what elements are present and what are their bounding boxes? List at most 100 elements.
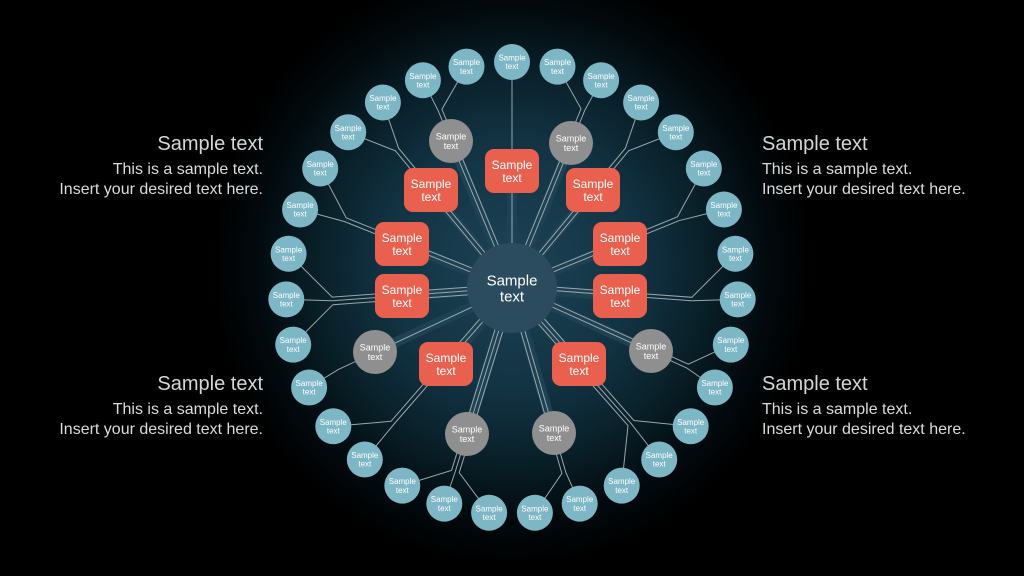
text-block-body-line: Insert your desired text here. <box>762 421 966 438</box>
teal-node <box>705 191 742 228</box>
connector-line <box>514 285 691 427</box>
teal-node <box>672 408 709 445</box>
teal-node <box>685 150 722 187</box>
gray-node <box>532 411 576 455</box>
teal-node <box>561 485 598 522</box>
text-block-body-line: This is a sample text. <box>112 161 263 178</box>
text-block-body-line: Insert your desired text here. <box>762 181 966 198</box>
connector-line <box>319 168 514 286</box>
teal-node <box>657 114 694 151</box>
connector-line <box>510 168 705 286</box>
red-node <box>593 222 647 266</box>
teal-node <box>315 408 352 445</box>
teal-node <box>384 467 421 504</box>
text-block-bottom-right: Sample text This is a sample text. Inser… <box>762 372 1002 440</box>
connector-line <box>292 291 513 345</box>
text-block-body-line: This is a sample text. <box>762 401 913 418</box>
red-node <box>566 168 620 212</box>
gray-node <box>353 330 397 374</box>
text-block-bottom-left: Sample text This is a sample text. Inser… <box>39 372 263 440</box>
teal-node <box>346 441 383 478</box>
teal-node <box>364 84 401 121</box>
teal-node <box>719 281 756 318</box>
text-block-body-line: Insert your desired text here. <box>59 181 263 198</box>
teal-node <box>426 485 463 522</box>
text-block-title: Sample text <box>157 373 263 395</box>
teal-node <box>494 44 530 80</box>
teal-node <box>302 150 339 187</box>
red-node <box>404 168 458 212</box>
teal-node <box>696 369 733 406</box>
teal-node <box>603 467 640 504</box>
red-node <box>375 222 429 266</box>
connector-line <box>512 253 736 298</box>
teal-node <box>448 48 485 85</box>
red-node <box>593 274 647 318</box>
teal-node <box>641 441 678 478</box>
teal-node <box>330 114 367 151</box>
text-block-title: Sample text <box>157 133 263 155</box>
teal-node <box>291 369 328 406</box>
teal-node <box>712 326 749 363</box>
teal-node <box>717 235 754 272</box>
red-node <box>552 342 606 386</box>
teal-node <box>539 48 576 85</box>
red-node <box>375 274 429 318</box>
teal-node <box>282 191 319 228</box>
teal-node <box>583 62 620 99</box>
text-block-top-left: Sample text This is a sample text. Inser… <box>39 132 263 200</box>
text-block-body-line: This is a sample text. <box>112 401 263 418</box>
teal-node <box>623 84 660 121</box>
teal-node <box>275 326 312 363</box>
red-node <box>419 342 473 386</box>
text-block-title: Sample text <box>762 373 868 395</box>
gray-node <box>549 121 593 165</box>
connector-line <box>508 290 629 486</box>
text-block-top-right: Sample text This is a sample text. Inser… <box>762 132 1002 200</box>
gray-node <box>445 412 489 456</box>
gray-node <box>629 329 673 373</box>
